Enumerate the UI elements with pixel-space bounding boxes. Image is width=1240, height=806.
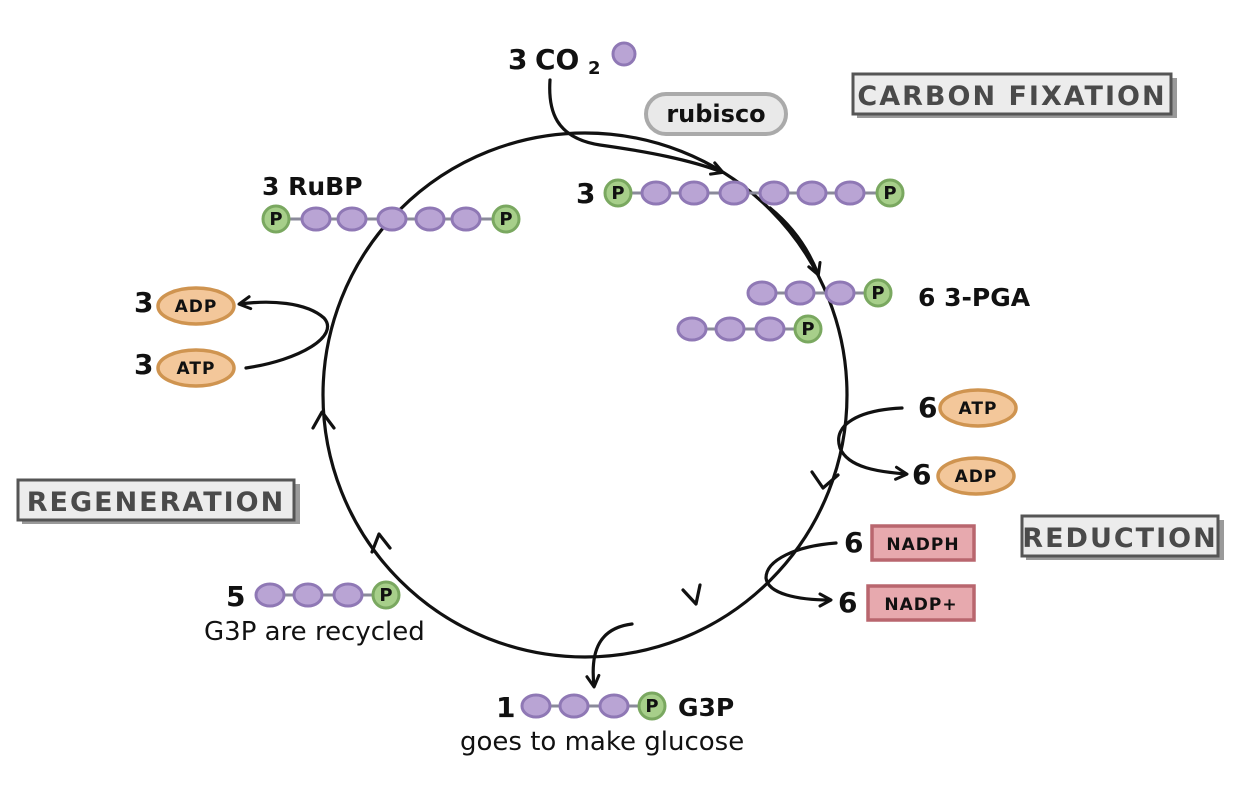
- rubp-phosphate-1: [261, 204, 291, 234]
- co2-subscript: 2: [588, 58, 601, 79]
- cycle-circle: [321, 131, 849, 659]
- g3p-output-carbon-3: [598, 693, 630, 719]
- rubp-carbon-3: [376, 206, 408, 232]
- g3p-recycled-carbon-2: [292, 582, 324, 608]
- fixation-phosphate-1-label: P: [611, 183, 624, 204]
- pga1-carbon-1: [746, 280, 778, 306]
- g3p-recycled-phosphate-label: P: [379, 585, 392, 606]
- left-atp-molecule: [156, 348, 236, 388]
- g3p-recycled-carbon-1: [254, 582, 286, 608]
- pga1-carbon-2: [784, 280, 816, 306]
- cycle-arrowhead-bottomleft: [370, 532, 392, 554]
- nadph-molecule: [870, 524, 976, 562]
- split-arrow: [768, 206, 822, 277]
- right-adp-coef: 6: [912, 458, 931, 491]
- right-energy-arrow: [837, 406, 909, 481]
- g3p-recycled-note: G3P are recycled: [204, 617, 425, 647]
- fixation-phosphate-1: [603, 178, 633, 208]
- fixation-carbon-4: [758, 180, 790, 206]
- pga2-phosphate-label: P: [801, 319, 814, 340]
- rubp-carbon-2: [336, 206, 368, 232]
- rubp-phosphate-2: [491, 204, 521, 234]
- left-adp-coef: 3: [134, 286, 153, 319]
- rubisco-enzyme: rubisco: [644, 92, 788, 136]
- fixation-carbon-6: [834, 180, 866, 206]
- g3p-recycled-phosphate: [371, 580, 401, 610]
- rubp-carbon-1: [300, 206, 332, 232]
- fixation-carbon-5: [796, 180, 828, 206]
- left-adp-label: ADP: [175, 297, 218, 317]
- g3p-output-carbon-1: [520, 693, 552, 719]
- g3p-output-arrow: [585, 622, 634, 689]
- pga2-phosphate: [793, 314, 823, 344]
- nadp-label: NADP+: [884, 595, 957, 615]
- g3p-recycled-molecule: P: [254, 580, 401, 610]
- stage-reduction: REDUCTION: [1020, 514, 1224, 560]
- pga1-phosphate-label: P: [871, 283, 884, 304]
- g3p-recycled-coef: 5: [226, 580, 245, 613]
- fixation-product-coef: 3: [576, 177, 595, 210]
- g3p-recycled-carbon-3: [332, 582, 364, 608]
- fixation-phosphate-2-label: P: [883, 183, 896, 204]
- cycle-arrowhead-right: [810, 470, 840, 490]
- right-atp-molecule: [938, 388, 1018, 428]
- left-atp-coef: 3: [134, 348, 153, 381]
- co2-arrow: [548, 78, 725, 176]
- stage-reduction-label: REDUCTION: [1022, 523, 1217, 554]
- fixation-carbon-1: [640, 180, 672, 206]
- g3p-output-label: G3P: [678, 693, 734, 722]
- g3p-output-carbon-2: [558, 693, 590, 719]
- pga1-carbon-3: [824, 280, 856, 306]
- rubisco-label: rubisco: [666, 100, 765, 128]
- rubp-phosphate-1-label: P: [269, 209, 282, 230]
- g3p-output-note: goes to make glucose: [460, 727, 744, 757]
- pga2-carbon-1: [676, 316, 708, 342]
- fixation-carbon-2: [678, 180, 710, 206]
- left-adp-molecule: [156, 286, 236, 326]
- nadph-coef: 6: [844, 526, 863, 559]
- cycle-arrowhead-left: [311, 410, 336, 430]
- fixation-carbon-3: [718, 180, 750, 206]
- nadp-coef: 6: [838, 586, 857, 619]
- stage-regeneration: REGENERATION: [16, 478, 300, 524]
- pga2-carbon-3: [754, 316, 786, 342]
- right-adp-label: ADP: [955, 467, 998, 487]
- rubp-carbon-5: [450, 206, 482, 232]
- stage-carbon-fixation: CARBON FIXATION: [851, 72, 1177, 118]
- fixation-phosphate-2: [875, 178, 905, 208]
- cycle-arrowhead-bottom: [681, 583, 702, 606]
- nadph-label: NADPH: [886, 535, 959, 555]
- pga-molecule-1: P: [746, 278, 893, 308]
- g3p-output-phosphate: [637, 691, 667, 721]
- rubp-phosphate-2-label: P: [499, 209, 512, 230]
- fixation-product-molecule: P P: [603, 178, 905, 208]
- left-atp-label: ATP: [177, 359, 216, 379]
- co2-formula: CO: [535, 43, 579, 76]
- right-atp-label: ATP: [959, 399, 998, 419]
- rubp-label: 3 RuBP: [262, 172, 363, 201]
- pga-molecule-2: P: [676, 314, 823, 344]
- nadp-molecule: [866, 584, 976, 622]
- co2-carbon-atom: [611, 41, 637, 67]
- pga2-carbon-2: [714, 316, 746, 342]
- right-adp-molecule: [936, 456, 1016, 496]
- pga-label: 6 3-PGA: [918, 283, 1031, 312]
- co2-coef: 3: [508, 43, 527, 76]
- left-energy-arrow: [237, 295, 330, 370]
- stage-carbon-fixation-label: CARBON FIXATION: [857, 81, 1166, 112]
- co2-input: 3 CO 2: [508, 41, 637, 79]
- right-atp-coef: 6: [918, 391, 937, 424]
- nadph-arrow: [764, 541, 838, 608]
- g3p-output-molecule: P: [520, 691, 667, 721]
- g3p-output-coef: 1: [496, 691, 515, 724]
- stage-regeneration-label: REGENERATION: [27, 487, 285, 518]
- g3p-output-phosphate-label: P: [645, 696, 658, 717]
- rubp-carbon-4: [414, 206, 446, 232]
- rubp-molecule: P P: [261, 204, 521, 234]
- pga1-phosphate: [863, 278, 893, 308]
